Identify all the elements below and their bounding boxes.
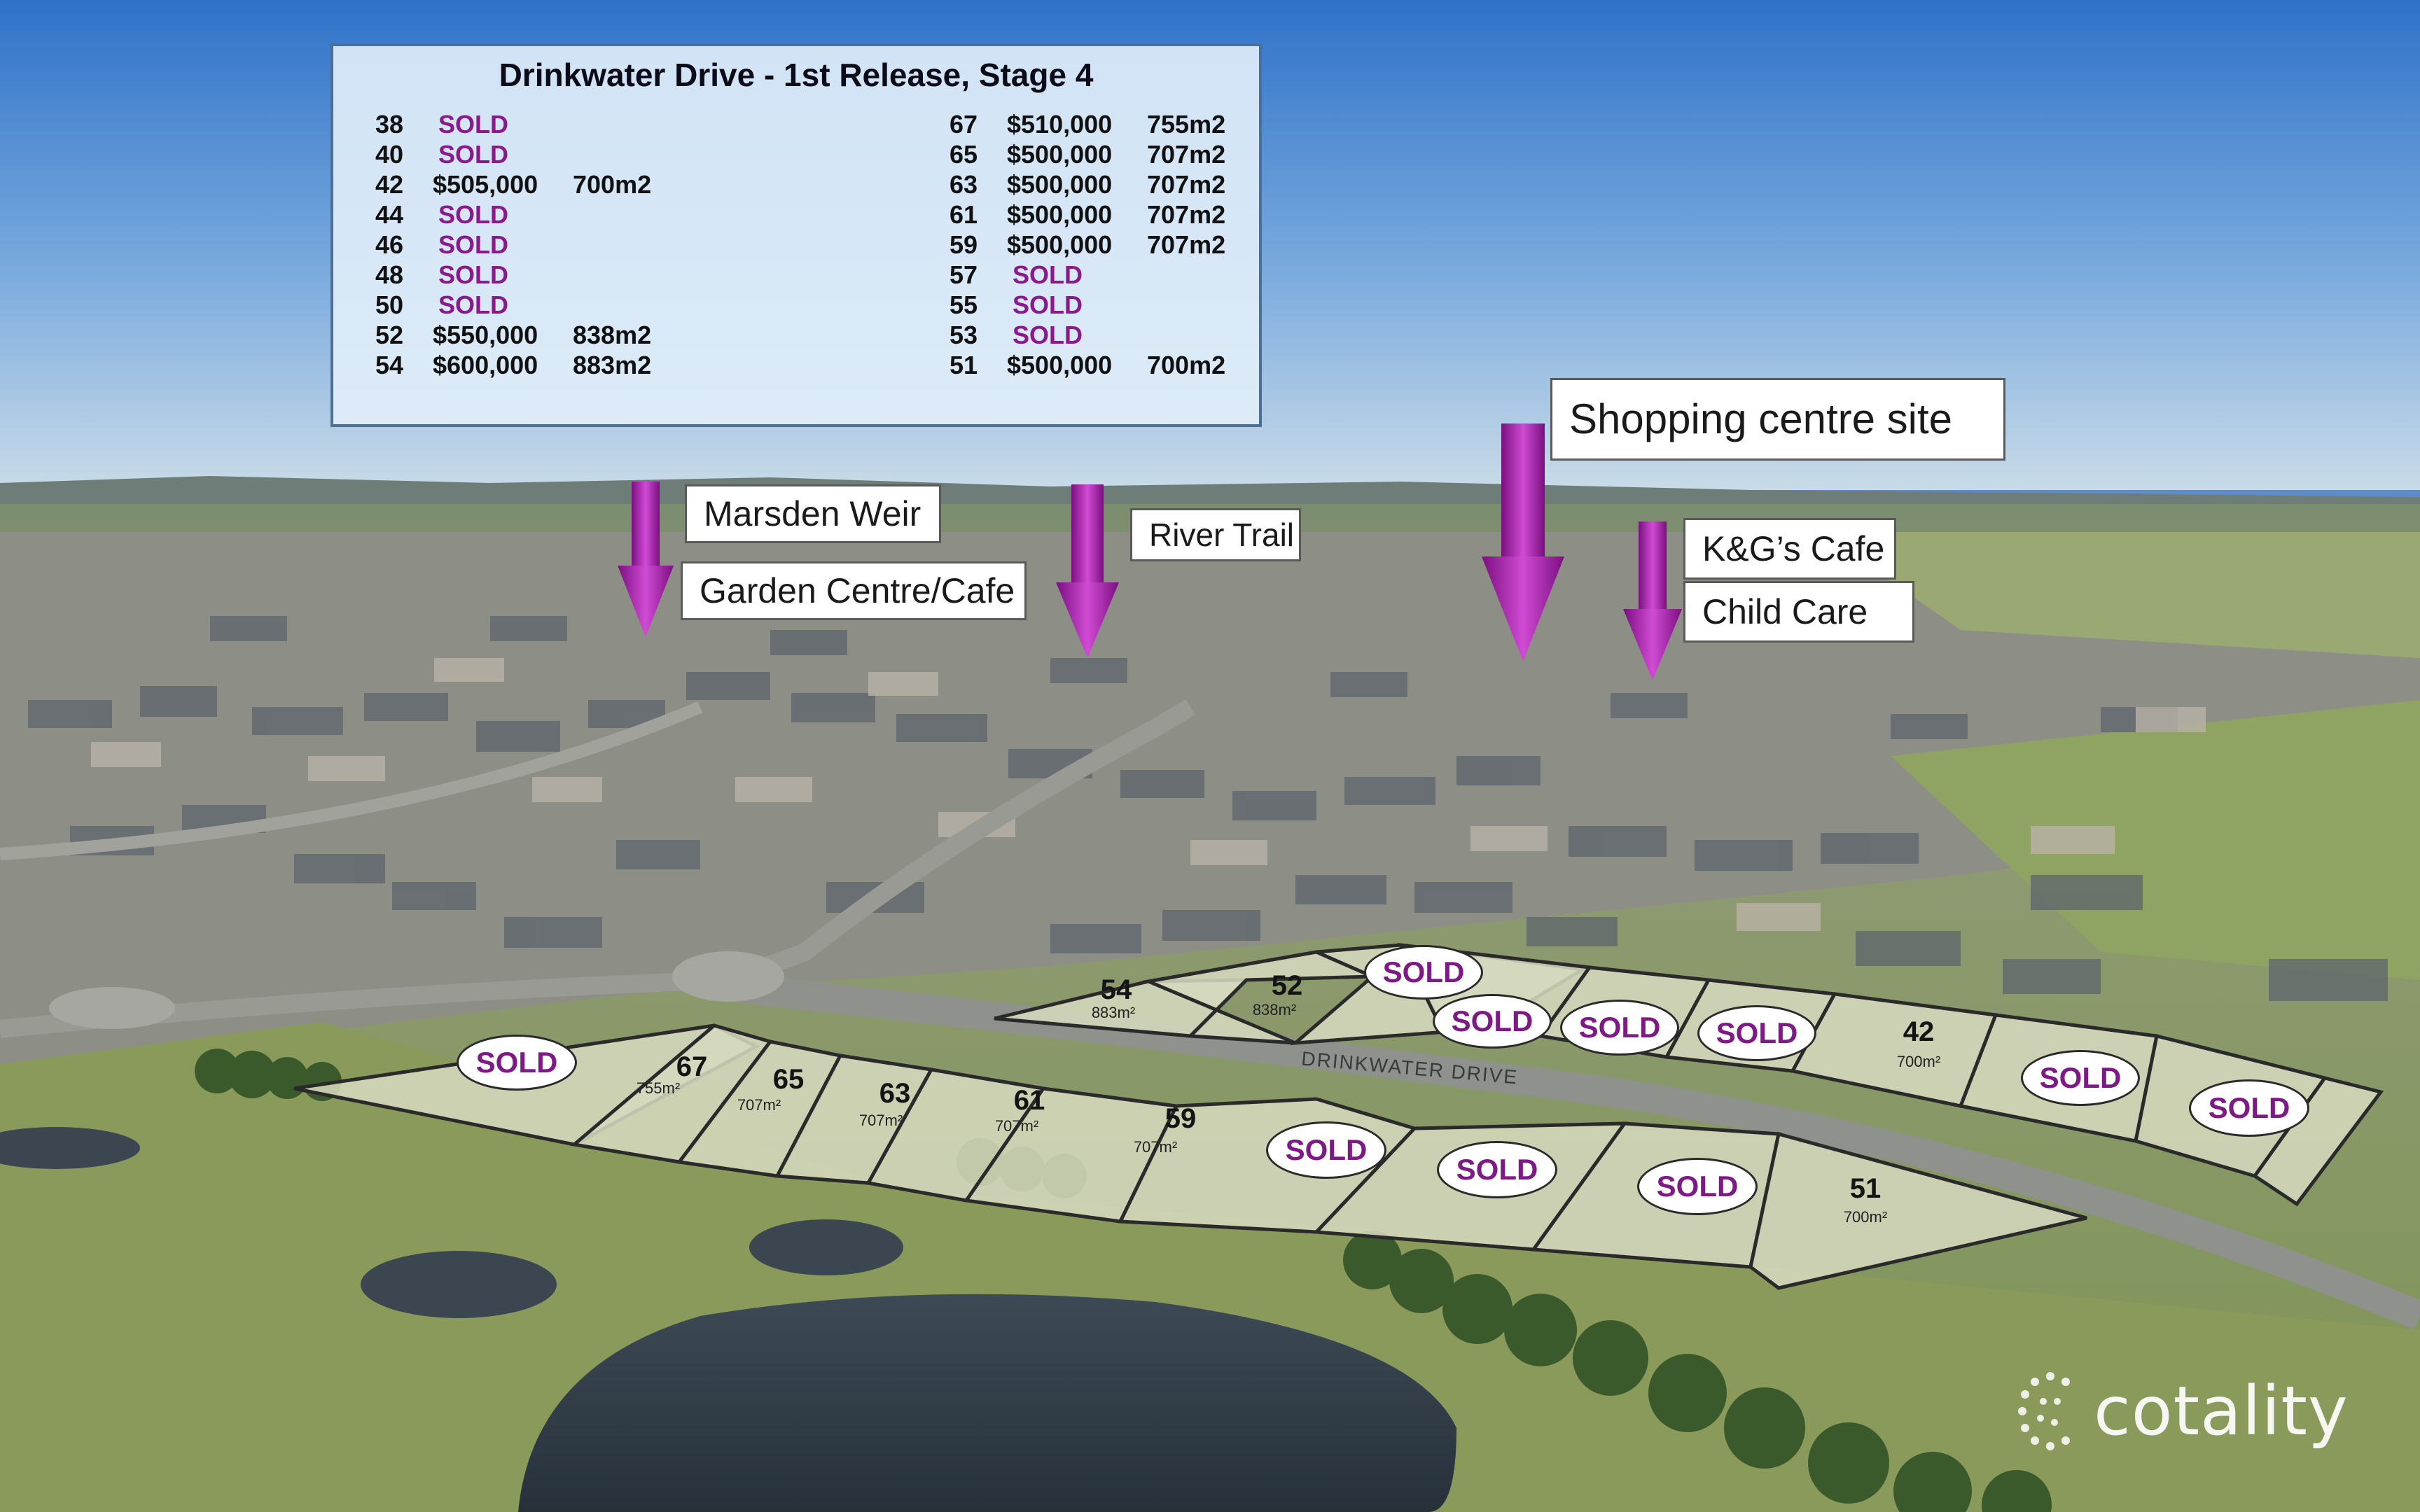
pond-large <box>518 1294 1456 1512</box>
lot-number-63: 63 <box>879 1078 911 1109</box>
lot-area-61: 707m² <box>994 1117 1039 1135</box>
cotality-logo-icon <box>2018 1372 2070 1450</box>
lot-area-65: 707m² <box>737 1096 781 1114</box>
pond-right <box>749 1219 903 1275</box>
callout-marsden-weir: Marsden Weir <box>685 484 941 543</box>
side-road <box>0 701 703 860</box>
sold-badge: SOLD <box>1697 1005 1816 1061</box>
arrow-kg-cafe <box>1623 522 1682 680</box>
arrow-river-trail <box>1056 484 1119 658</box>
field-upper-right <box>1821 532 2420 658</box>
sold-badge: SOLD <box>1266 1121 1386 1179</box>
lot-area-42: 700m² <box>1896 1053 1941 1070</box>
lot-area-67: 755m² <box>636 1079 681 1097</box>
suburb-area <box>0 532 2420 1078</box>
field-right <box>1891 700 2420 980</box>
lot-number-52: 52 <box>1271 970 1303 1001</box>
lot-area-51: 700m² <box>1843 1208 1888 1226</box>
lot-number-65: 65 <box>772 1064 805 1095</box>
callout-shopping-centre: Shopping centre site <box>1550 378 2005 461</box>
sold-badge: SOLD <box>457 1035 577 1091</box>
lot-number-54: 54 <box>1100 974 1132 1005</box>
cotality-logo-text: cotality <box>2094 1372 2349 1450</box>
sold-badge: SOLD <box>1560 1000 1679 1056</box>
rooftops <box>28 616 2388 1001</box>
sold-badge: SOLD <box>2189 1079 2309 1137</box>
arrow-marsden-weir <box>618 482 674 637</box>
lot-number-59: 59 <box>1164 1103 1197 1134</box>
sold-badge: SOLD <box>1433 994 1552 1049</box>
arrow-shopping-centre <box>1482 424 1564 662</box>
lot-number-42: 42 <box>1903 1016 1935 1047</box>
lot-area-59: 707m² <box>1133 1138 1178 1156</box>
callout-kg-cafe: K&G’s Cafe <box>1683 518 1896 580</box>
sold-badge: SOLD <box>1637 1158 1758 1215</box>
price-list-panel: Drinkwater Drive - 1st Release, Stage 4 … <box>331 43 1262 427</box>
lot-number-67: 67 <box>676 1051 708 1082</box>
sold-badge: SOLD <box>1437 1141 1557 1198</box>
roundabout <box>672 951 784 1002</box>
drinkwater-drive-road <box>726 972 2420 1330</box>
lot-number-61: 61 <box>1013 1085 1045 1116</box>
lot-area-54: 883m² <box>1091 1004 1136 1021</box>
pond-small <box>361 1251 557 1318</box>
lot-number-51: 51 <box>1849 1173 1882 1204</box>
sold-badge: SOLD <box>1364 945 1483 1000</box>
lot-area-52: 838m² <box>1252 1001 1297 1018</box>
callout-child-care: Child Care <box>1683 581 1914 643</box>
roundabout-west <box>49 987 175 1029</box>
callout-river-trail: River Trail <box>1130 508 1301 561</box>
sold-badge: SOLD <box>2021 1050 2140 1106</box>
callout-garden-centre: Garden Centre/Cafe <box>681 561 1027 620</box>
pond-left <box>0 1127 140 1169</box>
lot-area-63: 707m² <box>858 1112 903 1129</box>
price-list-title: Drinkwater Drive - 1st Release, Stage 4 <box>499 57 1094 93</box>
